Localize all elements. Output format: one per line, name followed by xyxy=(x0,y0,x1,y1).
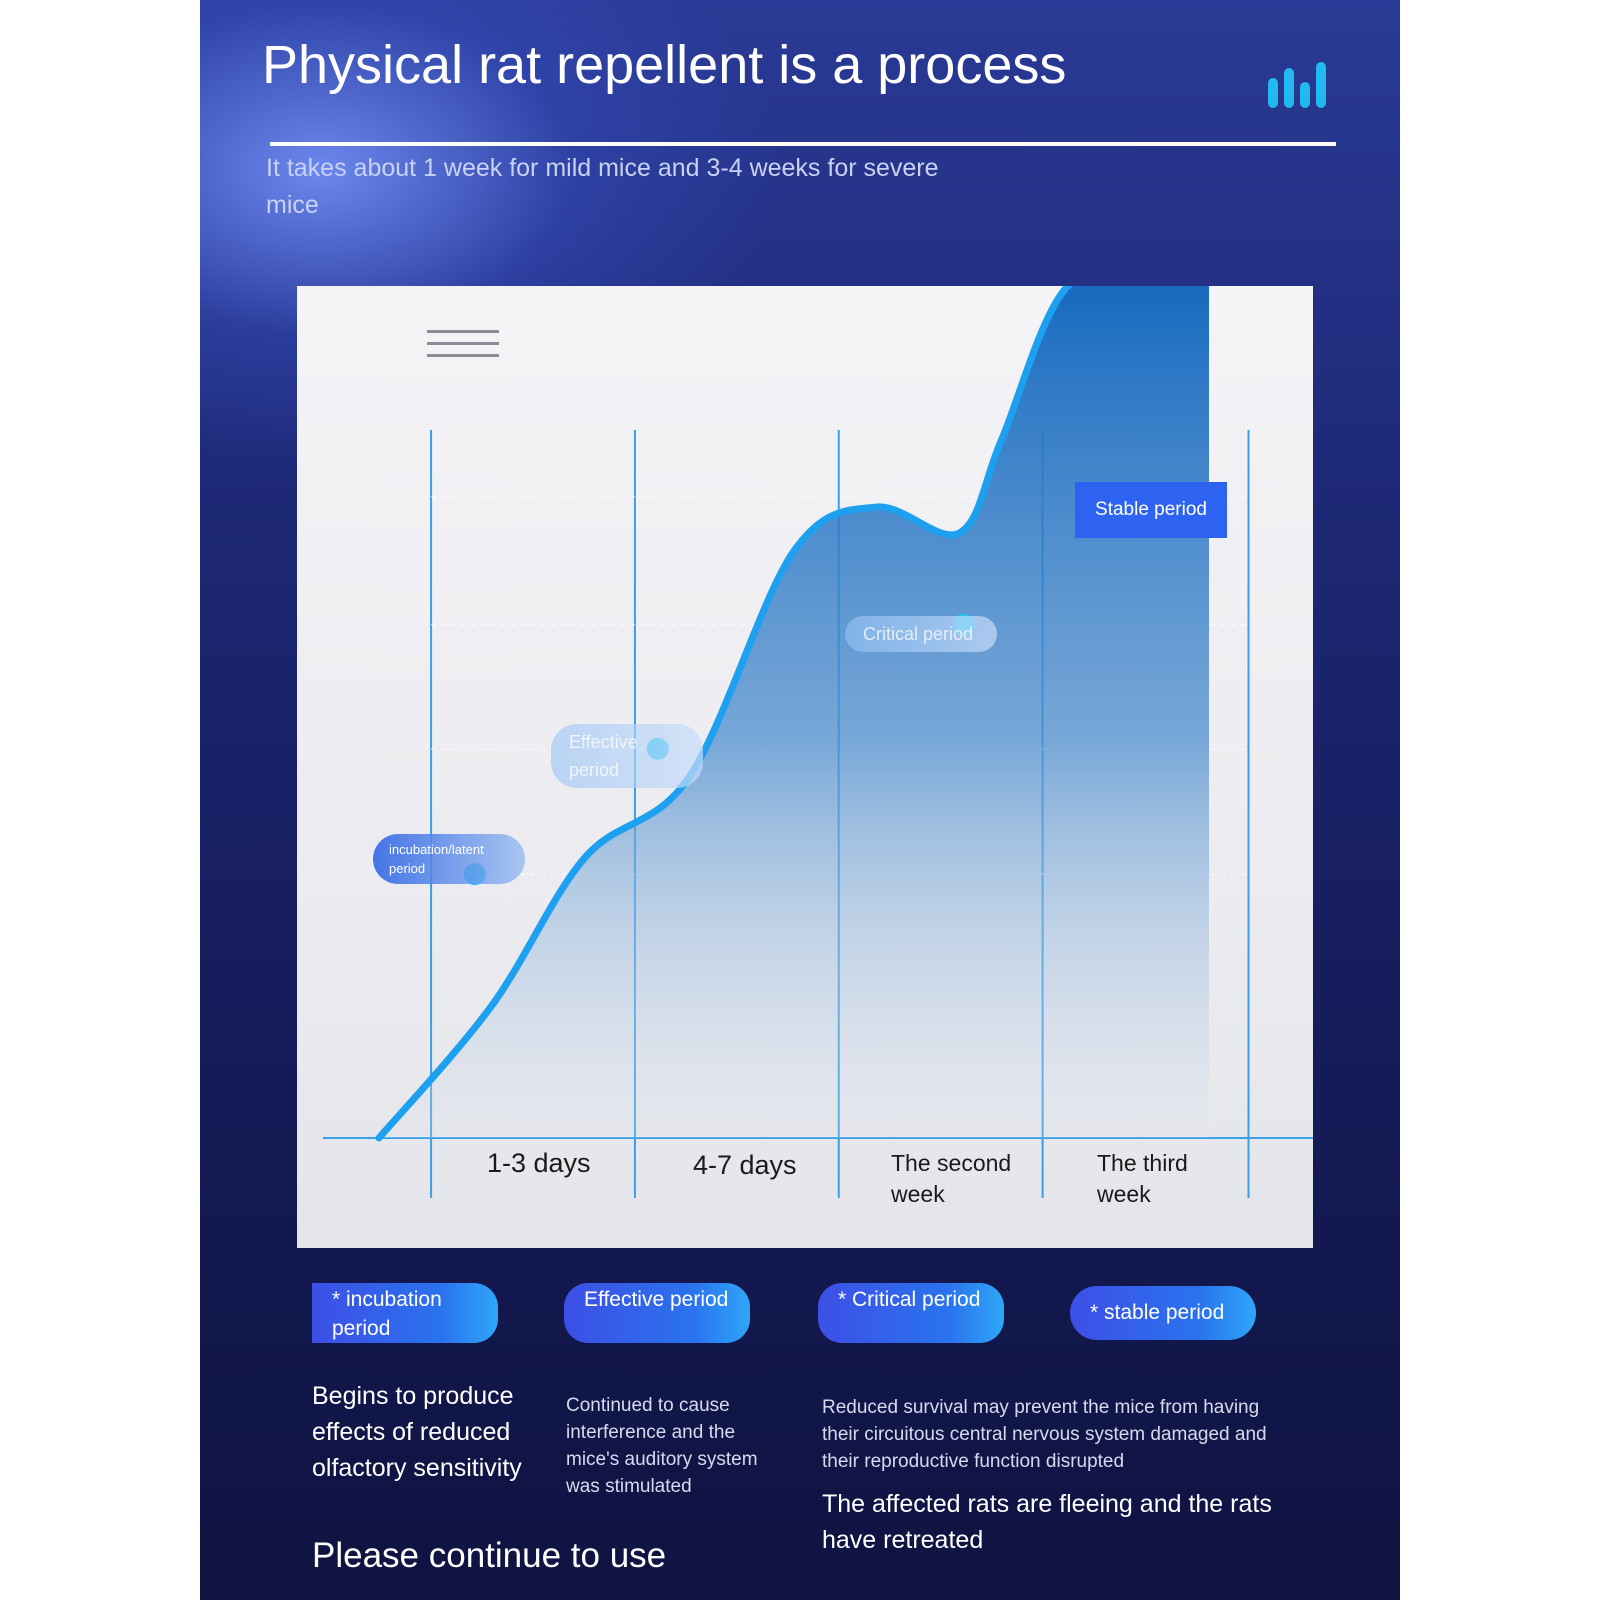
x-tick-label: The second week xyxy=(891,1150,1012,1207)
chart-panel: incubation/latent period Effective perio… xyxy=(297,286,1313,1248)
period-description-stable: The affected rats are fleeing and the ra… xyxy=(822,1490,1272,1554)
period-tag-critical: * Critical period xyxy=(818,1283,1004,1343)
annotation-critical: Critical period xyxy=(845,616,997,652)
bar-chart-icon xyxy=(1268,58,1332,108)
period-tag-stable: * stable period xyxy=(1070,1286,1256,1340)
period-description-effective: Continued to cause interference and the … xyxy=(566,1395,758,1497)
x-tick-label: 1-3 days xyxy=(487,1148,591,1178)
series-line xyxy=(375,286,1073,1142)
title-divider xyxy=(270,142,1336,146)
annotation-incubation: incubation/latent period xyxy=(373,834,525,884)
poster: Physical rat repellent is a process It t… xyxy=(200,0,1400,1600)
page-title: Physical rat repellent is a process xyxy=(262,35,1067,95)
annotation-stable: Stable period xyxy=(1075,482,1227,538)
period-tag-incubation: * incubation period xyxy=(312,1283,498,1343)
period-description-incubation: Begins to produce effects of reduced olf… xyxy=(312,1382,522,1482)
call-to-action: Please continue to use xyxy=(312,1536,667,1575)
x-tick-label: 4-7 days xyxy=(693,1150,797,1180)
annotation-effective: Effective period xyxy=(551,724,703,788)
subtitle: It takes about 1 week for mild mice and … xyxy=(266,154,939,219)
process-chart xyxy=(323,286,1313,1198)
area-fill xyxy=(379,286,1209,1138)
period-tag-effective: Effective period xyxy=(564,1283,750,1343)
menu-icon xyxy=(427,328,499,360)
period-description-critical: Reduced survival may prevent the mice fr… xyxy=(822,1397,1267,1472)
x-tick-label: The third week xyxy=(1097,1150,1188,1207)
